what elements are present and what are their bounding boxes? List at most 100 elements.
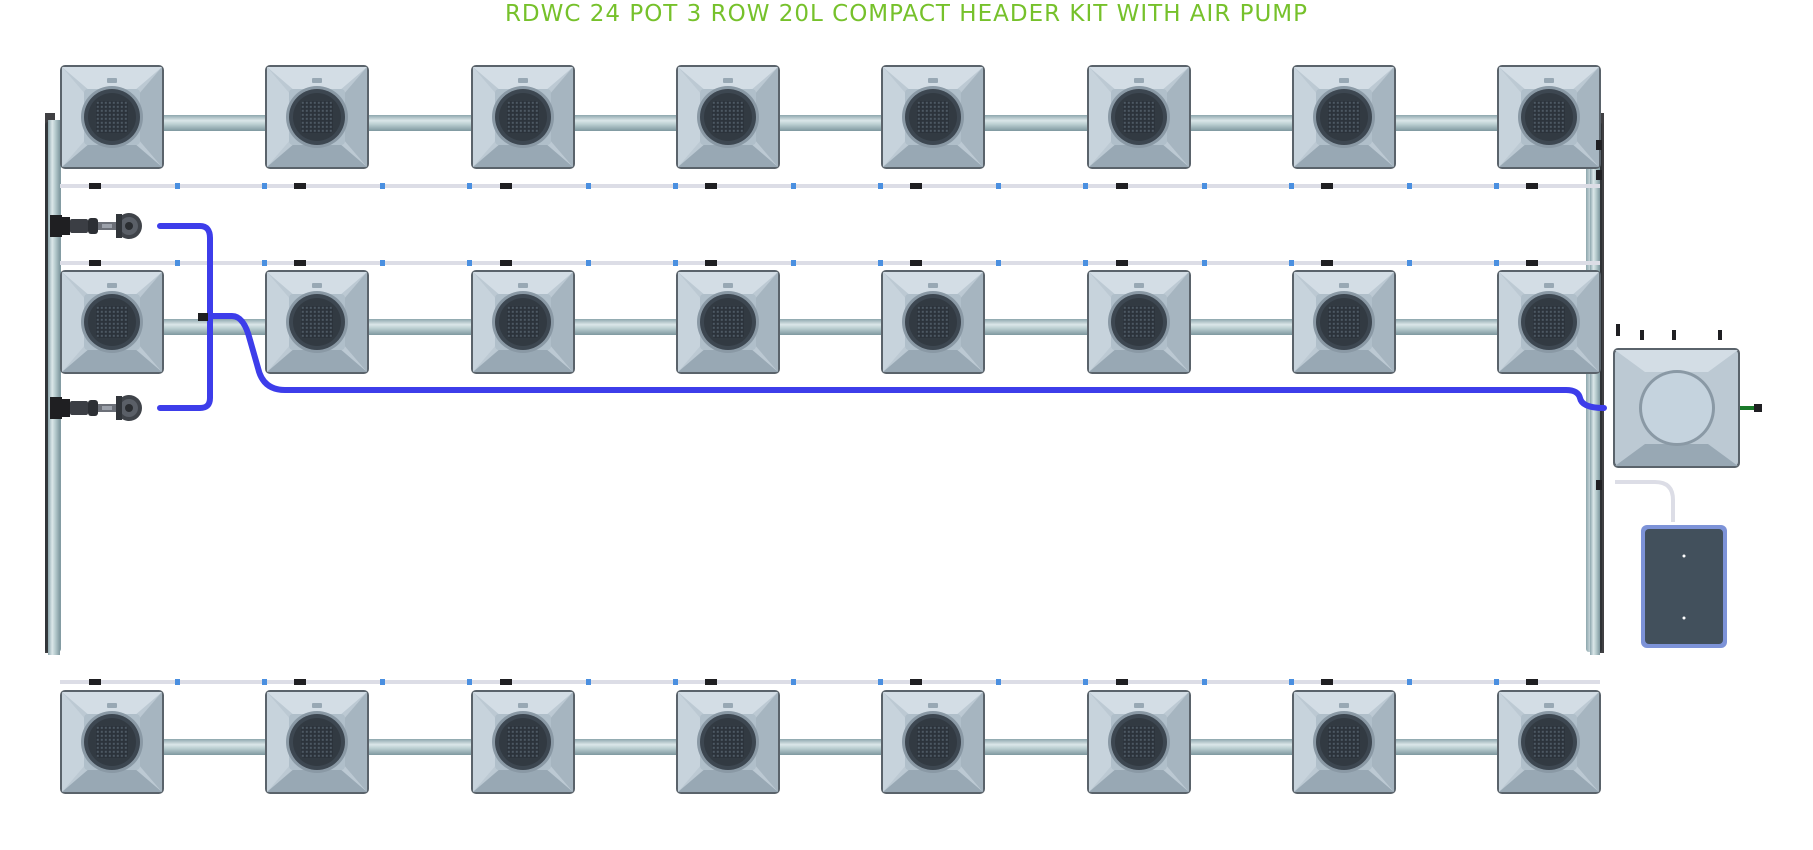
top-row-pot-8 [1497, 65, 1601, 169]
air-line-clip [500, 260, 512, 266]
air-line-clip [1116, 183, 1128, 189]
air-line-clip [878, 183, 883, 189]
top-row-pot-3 [471, 65, 575, 169]
bottom-row-pot-2 [265, 690, 369, 794]
air-line-clip [89, 260, 101, 266]
top-row-pot-6 [1087, 65, 1191, 169]
air-line-clip [705, 183, 717, 189]
pots [60, 65, 1601, 794]
air-line-clip [910, 679, 922, 685]
bottom-row-pot-6 [1087, 690, 1191, 794]
air-line-clip [1289, 260, 1294, 266]
air-line-clip [586, 260, 591, 266]
air-line-clip [1202, 183, 1207, 189]
row-pipes [60, 115, 1600, 755]
air-line-clip [791, 679, 796, 685]
air-line-clip [705, 679, 717, 685]
air-line-clip [673, 679, 678, 685]
air-line-clip [878, 260, 883, 266]
air-line-clip [467, 183, 472, 189]
top-row-pot-7 [1292, 65, 1396, 169]
air-line-clip [175, 183, 180, 189]
air-line-clip [175, 679, 180, 685]
bottom-row-pot-3 [471, 690, 575, 794]
air-line-clip [467, 679, 472, 685]
air-line-clip [1321, 183, 1333, 189]
air-lines [60, 184, 1675, 684]
middle-row-pot-8 [1497, 270, 1601, 374]
air-line-clip [89, 183, 101, 189]
air-line-clip [910, 260, 922, 266]
air-line-clip [175, 260, 180, 266]
air-line-clip [1494, 260, 1499, 266]
air-line-clip [500, 183, 512, 189]
middle-row-pot-1 [60, 270, 164, 374]
top-row-pot-2 [265, 65, 369, 169]
water-pump-lines [157, 223, 1607, 411]
perimeter-pipes [45, 113, 1604, 655]
top-row-pot-5 [881, 65, 985, 169]
air-line-clip [1083, 183, 1088, 189]
air-line-clip [262, 183, 267, 189]
middle-row-pot-4 [676, 270, 780, 374]
header-tank [1613, 324, 1762, 468]
air-line-clip [1407, 260, 1412, 266]
air-line-clip [586, 679, 591, 685]
air-line-clip [1407, 679, 1412, 685]
air-line-clip [910, 183, 922, 189]
middle-row-pot-6 [1087, 270, 1191, 374]
air-line-clip [1289, 183, 1294, 189]
air-line-clip [878, 679, 883, 685]
bottom-row-pot-8 [1497, 690, 1601, 794]
air-line-clip [791, 183, 796, 189]
middle-row-pot-5 [881, 270, 985, 374]
bottom-row-pot-7 [1292, 690, 1396, 794]
air-line-clip [1202, 260, 1207, 266]
air-line-clip [294, 260, 306, 266]
air-line-clip [1494, 679, 1499, 685]
air-line-clip [1526, 679, 1538, 685]
air-line-clip [1321, 679, 1333, 685]
air-line-clip [380, 260, 385, 266]
air-line-clip [380, 183, 385, 189]
air-line-clip [1083, 260, 1088, 266]
air-line-clip [1116, 679, 1128, 685]
middle-row-pot-7 [1292, 270, 1396, 374]
air-line-clip [294, 679, 306, 685]
bottom-row-pot-4 [676, 690, 780, 794]
air-line-clip [1526, 183, 1538, 189]
air-line-clip [294, 183, 306, 189]
air-line-clip [1494, 183, 1499, 189]
air-line-clip [586, 183, 591, 189]
air-line-clip [1083, 679, 1088, 685]
air-line-clip [380, 679, 385, 685]
air-line-clips [89, 183, 1538, 685]
air-line-clip [673, 183, 678, 189]
air-line-clip [1116, 260, 1128, 266]
page-title: RDWC 24 POT 3 ROW 20L COMPACT HEADER KIT… [504, 1, 1309, 27]
middle-row-pot-2 [265, 270, 369, 374]
air-line-clip [1321, 260, 1333, 266]
air-line-clip [705, 260, 717, 266]
air-line-clip [791, 260, 796, 266]
top-row-pot-4 [676, 65, 780, 169]
bottom-row-pot-5 [881, 690, 985, 794]
air-line-clip [673, 260, 678, 266]
bottom-row-pot-1 [60, 690, 164, 794]
middle-row-pot-3 [471, 270, 575, 374]
air-line-clip [996, 183, 1001, 189]
air-line-clip [500, 679, 512, 685]
air-line-clip [262, 260, 267, 266]
air-line-clip [1526, 260, 1538, 266]
air-line-clip [1289, 679, 1294, 685]
air-line-clip [1407, 183, 1412, 189]
air-line-clip [1202, 679, 1207, 685]
top-row-pot-1 [60, 65, 164, 169]
air-line-clip [262, 679, 267, 685]
air-line-clip [467, 260, 472, 266]
air-line-clip [89, 679, 101, 685]
air-line-clip [996, 260, 1001, 266]
air-line-clip [996, 679, 1001, 685]
air-pump [1641, 525, 1727, 648]
